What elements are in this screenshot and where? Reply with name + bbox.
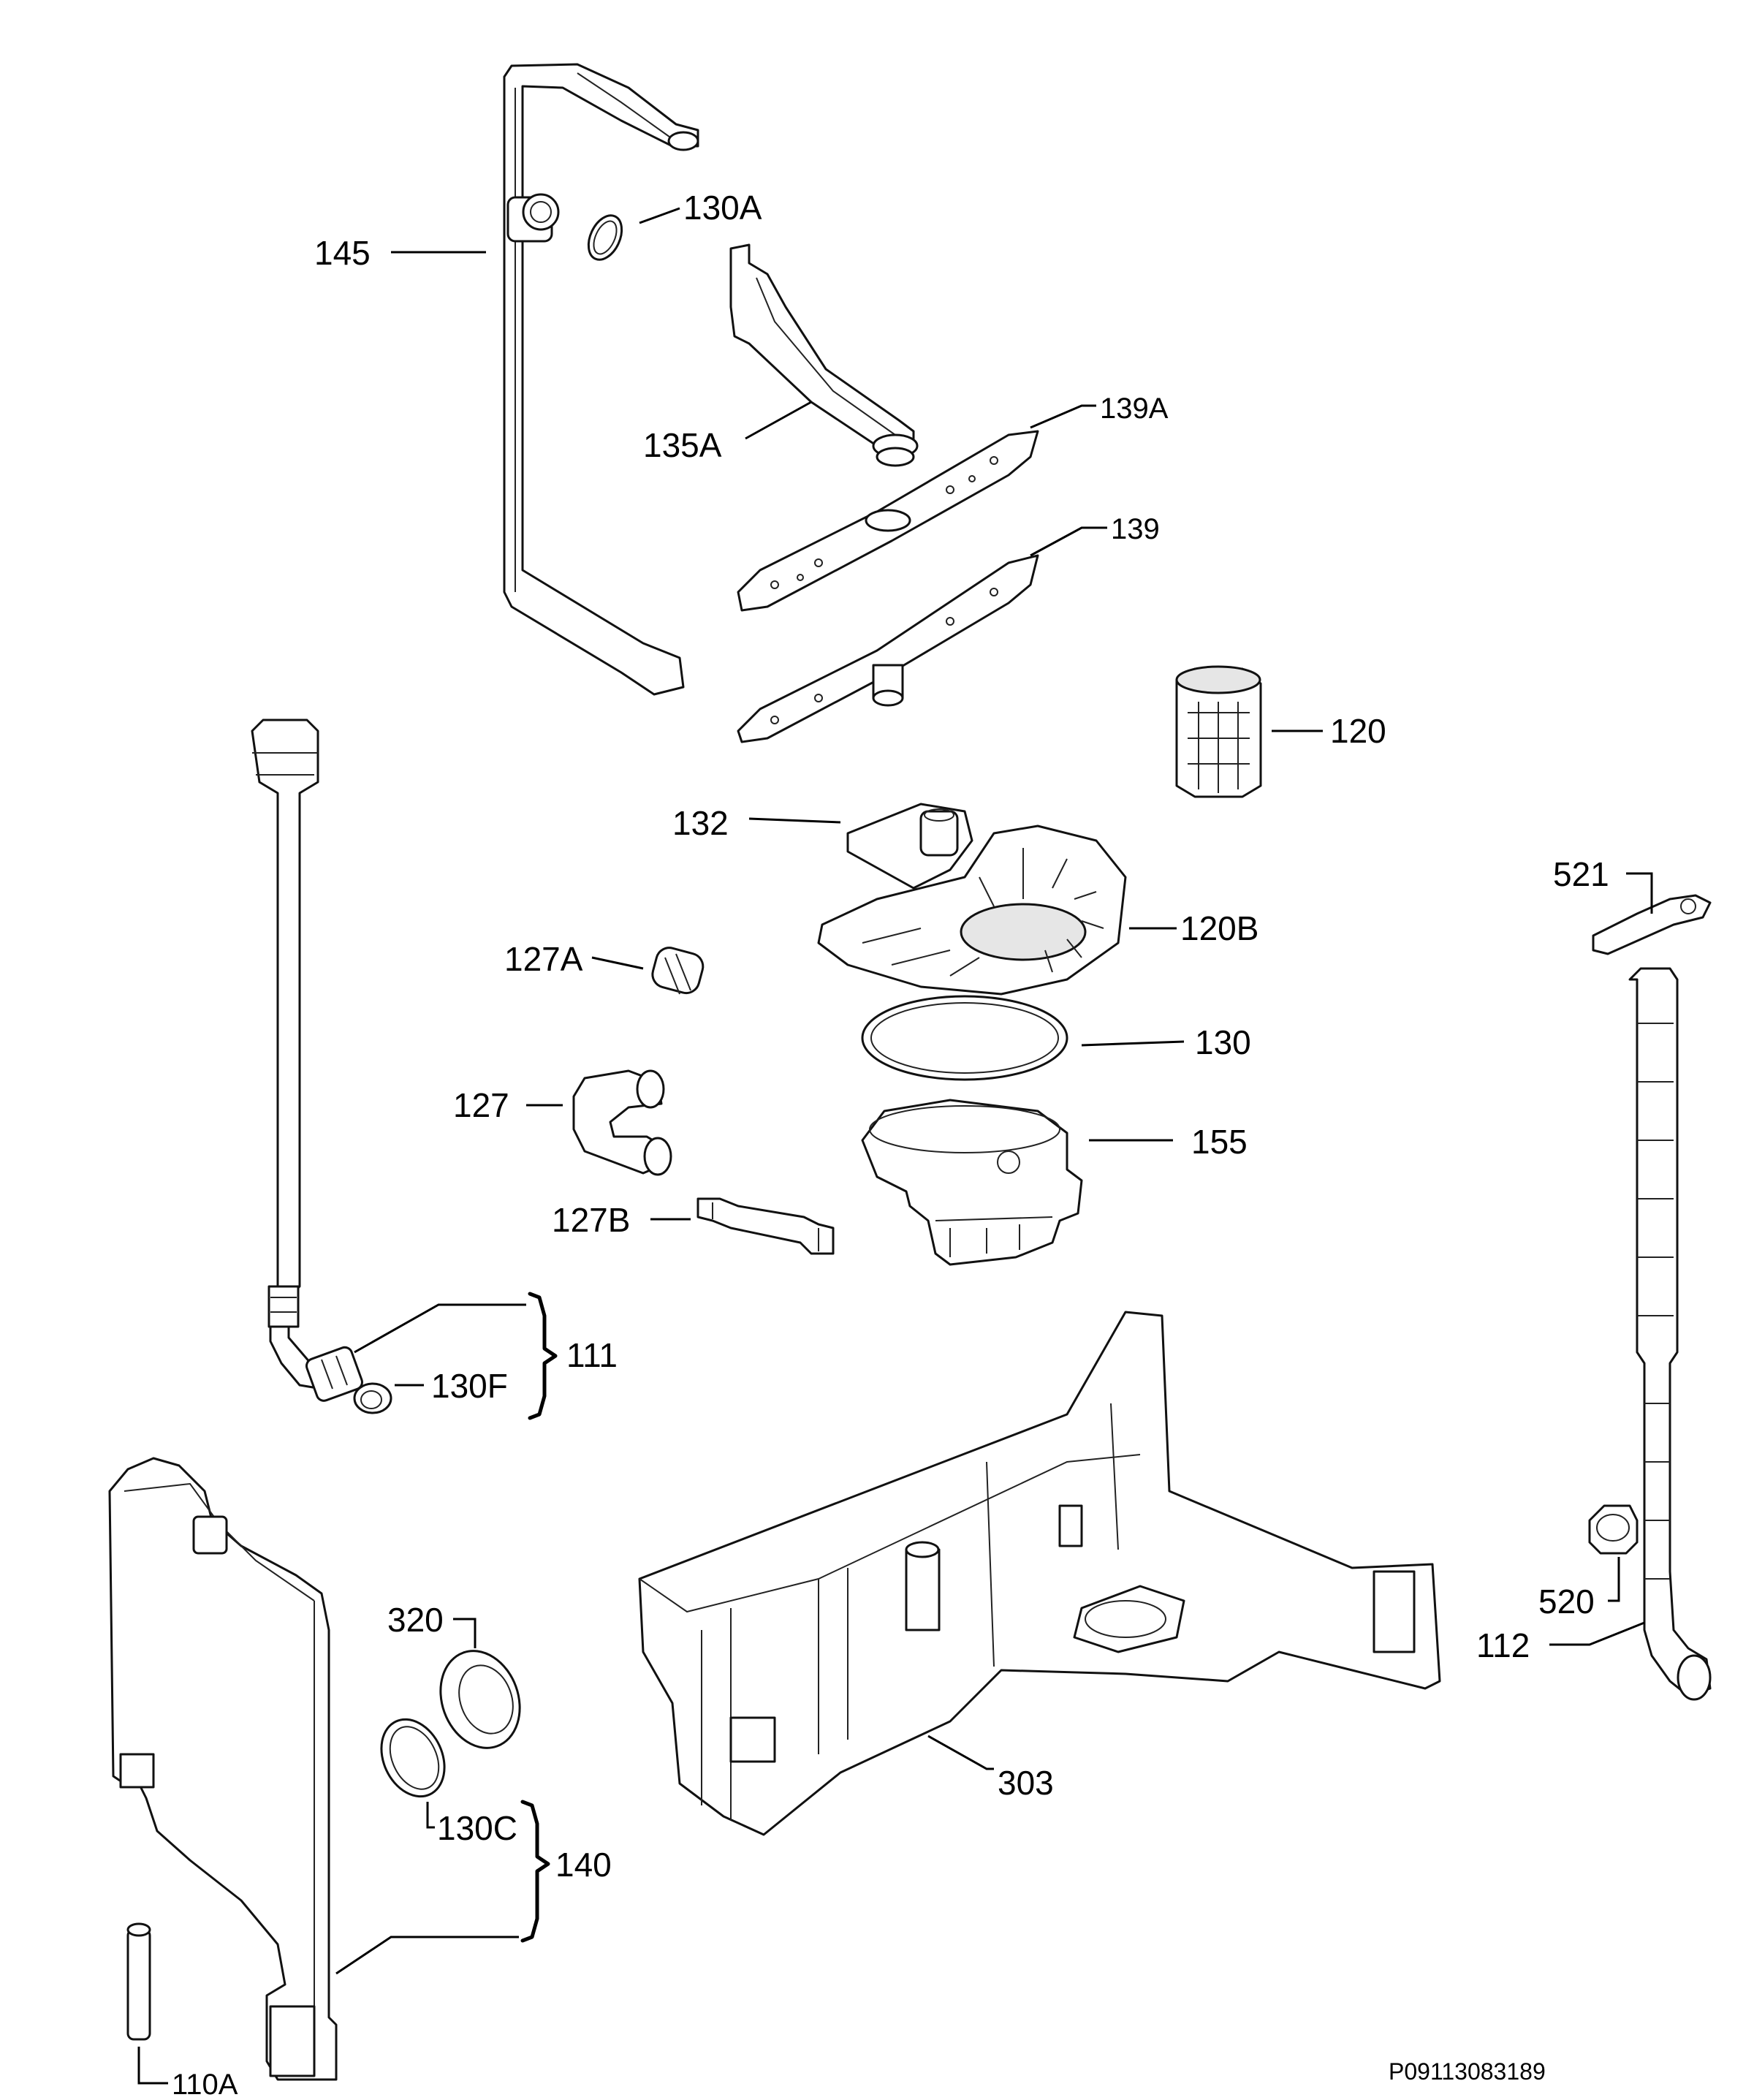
label-120: 120	[1330, 712, 1386, 750]
callout-120: 120	[1272, 712, 1386, 750]
label-132: 132	[672, 804, 729, 842]
callout-127A: 127A	[504, 940, 644, 978]
part-120-filter	[1175, 665, 1262, 798]
callout-120B: 120B	[1129, 909, 1258, 947]
part-139-lower-spray-arm	[737, 554, 1039, 743]
label-139A: 139A	[1100, 393, 1169, 425]
label-127B: 127B	[552, 1201, 630, 1239]
label-130: 130	[1195, 1023, 1251, 1061]
part-520-grommet	[1588, 1504, 1639, 1555]
part-135A-spray-arm-support	[729, 243, 919, 467]
label-135A: 135A	[643, 426, 722, 464]
label-521: 521	[1553, 855, 1609, 893]
label-130F: 130F	[431, 1367, 508, 1405]
part-155-sump	[861, 1099, 1083, 1266]
callout-130: 130	[1081, 1023, 1251, 1061]
callout-521: 521	[1553, 855, 1653, 914]
diagram-reference-code: P09113083189	[1389, 2058, 1546, 2085]
label-120B: 120B	[1180, 909, 1258, 947]
part-110A-tube	[126, 1922, 151, 2041]
callout-139A: 139A	[1030, 393, 1169, 429]
label-303: 303	[998, 1764, 1054, 1802]
label-139: 139	[1111, 513, 1160, 545]
label-111: 111	[566, 1336, 618, 1374]
part-139A-upper-spray-arm	[737, 430, 1039, 612]
callout-110A: 110A	[137, 2047, 238, 2100]
callout-135A: 135A	[643, 401, 812, 464]
label-127: 127	[453, 1086, 509, 1124]
part-130C-seal	[380, 1718, 446, 1798]
callout-111: 111	[354, 1292, 618, 1420]
callout-303: 303	[927, 1735, 1054, 1802]
callout-139: 139	[1030, 513, 1160, 557]
callout-130C: 130C	[426, 1802, 517, 1847]
part-127A-seal	[651, 947, 705, 995]
part-112-drain-hose	[1628, 967, 1712, 1701]
label-127A: 127A	[504, 940, 583, 978]
part-132-bracket	[846, 803, 973, 890]
callout-130F: 130F	[395, 1367, 508, 1405]
callout-520: 520	[1538, 1557, 1620, 1621]
callout-130A: 130A	[639, 189, 762, 227]
label-130A: 130A	[683, 189, 762, 227]
part-130A-o-ring	[587, 214, 623, 261]
callout-155: 155	[1089, 1123, 1248, 1161]
label-145: 145	[314, 234, 371, 272]
label-320: 320	[387, 1601, 444, 1639]
label-110A: 110A	[172, 2069, 238, 2100]
part-127-connector	[572, 1069, 672, 1176]
label-140: 140	[555, 1846, 612, 1884]
callout-145: 145	[314, 234, 486, 272]
label-112: 112	[1476, 1626, 1530, 1664]
part-145-upper-spray-pipe	[503, 63, 699, 696]
part-521-clip	[1592, 894, 1712, 955]
part-140-water-softener	[108, 1457, 338, 2081]
callout-132: 132	[672, 804, 841, 842]
callout-320: 320	[387, 1601, 477, 1648]
label-155: 155	[1191, 1123, 1248, 1161]
part-303-base	[638, 1311, 1441, 1836]
label-520: 520	[1538, 1582, 1595, 1621]
callout-127: 127	[453, 1086, 563, 1124]
callout-127B: 127B	[552, 1201, 691, 1239]
part-127B-hose	[696, 1197, 835, 1255]
part-130-gasket	[861, 995, 1068, 1081]
callout-140: 140	[335, 1800, 612, 1975]
part-111-inlet-hose	[251, 719, 363, 1402]
callout-112: 112	[1476, 1621, 1645, 1664]
part-130F-seal	[353, 1382, 392, 1414]
label-130C: 130C	[437, 1809, 517, 1847]
part-120B-filter-plate	[817, 825, 1127, 996]
part-320-cap	[439, 1650, 521, 1749]
